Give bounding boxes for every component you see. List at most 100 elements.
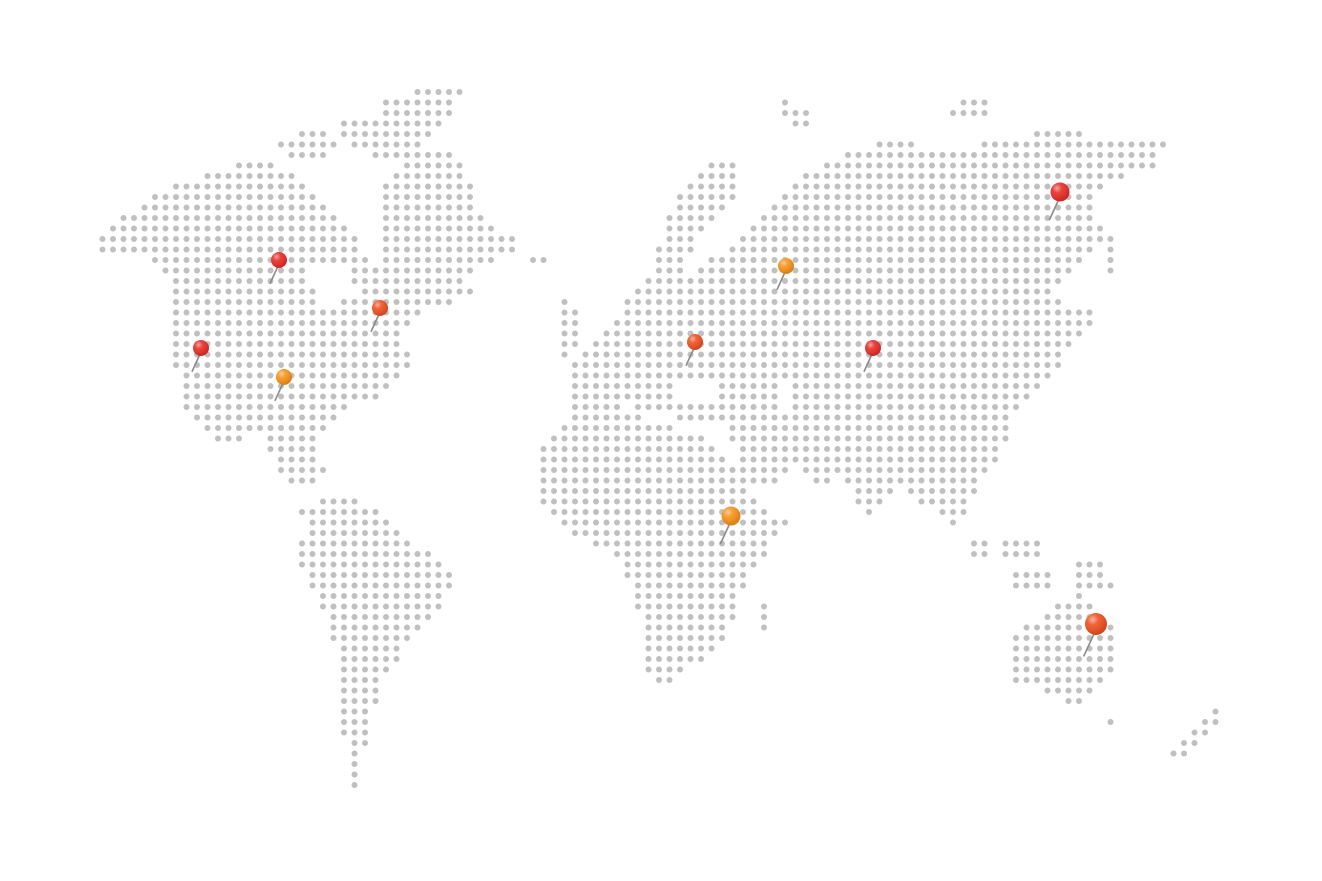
land-dot (225, 362, 232, 368)
land-dot (677, 257, 683, 263)
land-dot (939, 425, 946, 431)
land-dot (1023, 236, 1030, 242)
land-dot (687, 372, 694, 379)
pin-western-usa[interactable] (191, 340, 209, 373)
land-dot (267, 404, 274, 410)
land-dot (866, 162, 872, 169)
pin-east-africa[interactable] (719, 506, 741, 545)
land-dot (236, 383, 242, 389)
land-dot (645, 330, 652, 337)
land-dot (561, 467, 568, 473)
land-dot (750, 467, 757, 473)
land-dot (761, 383, 767, 389)
land-dot (981, 309, 988, 316)
land-dot (981, 99, 988, 106)
land-dot (939, 309, 946, 316)
land-dot (981, 341, 988, 347)
pin-australia[interactable] (1083, 613, 1107, 657)
land-dot (236, 288, 242, 295)
land-dot (1034, 204, 1040, 211)
land-dot (572, 467, 578, 473)
land-dot (698, 488, 704, 494)
land-dot (435, 162, 442, 169)
land-dot (1086, 152, 1093, 158)
land-dot (960, 99, 967, 106)
land-dot (1086, 194, 1093, 200)
land-dot (687, 519, 694, 526)
land-dot (1128, 141, 1135, 148)
pin-eastern-canada[interactable] (370, 300, 388, 333)
land-dot (918, 330, 925, 337)
pin-central-europe[interactable] (685, 334, 703, 367)
land-dot (1107, 656, 1114, 662)
land-dot (1002, 414, 1009, 421)
land-dot (1055, 645, 1061, 652)
land-dot (257, 194, 263, 200)
land-dot (635, 477, 641, 484)
land-dot (456, 173, 463, 179)
land-dot (288, 236, 295, 242)
land-dot (866, 194, 872, 200)
land-dot (572, 456, 578, 463)
land-dot (362, 288, 368, 295)
pin-eastern-siberia[interactable] (1048, 182, 1070, 221)
land-dot (740, 509, 746, 515)
land-dot (918, 215, 925, 221)
land-dot (330, 393, 337, 400)
land-dot (351, 351, 358, 358)
land-dot (740, 320, 746, 326)
land-dot (992, 162, 998, 169)
land-dot (750, 351, 757, 358)
land-dot (351, 782, 358, 788)
land-dot (708, 561, 715, 568)
land-dot (236, 425, 242, 431)
land-dot (645, 498, 652, 505)
land-dot (635, 561, 641, 568)
land-dot (939, 393, 946, 400)
pin-central-asia[interactable] (863, 340, 881, 373)
land-dot (393, 540, 400, 547)
land-dot (1107, 635, 1114, 641)
land-dot (981, 404, 988, 410)
land-dot (215, 372, 221, 379)
pin-central-usa[interactable] (274, 369, 292, 402)
land-dot (393, 572, 400, 578)
land-dot (855, 162, 862, 169)
land-dot (614, 446, 620, 452)
land-dot (876, 162, 883, 169)
land-dot (204, 414, 211, 421)
land-dot (309, 404, 316, 410)
land-dot (362, 582, 368, 589)
land-dot (425, 173, 431, 179)
pin-western-russia[interactable] (776, 258, 794, 291)
land-dot (719, 635, 725, 641)
land-dot (960, 320, 967, 326)
pin-central-canada[interactable] (269, 252, 287, 285)
land-dot (1055, 278, 1061, 284)
land-dot (1107, 152, 1114, 158)
land-dot (351, 635, 358, 641)
land-dot (1044, 288, 1051, 295)
land-dot (320, 509, 326, 515)
land-dot (708, 362, 715, 368)
land-dot (1076, 183, 1082, 190)
land-dot (1097, 152, 1103, 158)
land-dot (278, 362, 284, 368)
land-dot (257, 351, 263, 358)
land-dot (330, 341, 337, 347)
land-dot (719, 624, 725, 631)
land-dot (246, 236, 253, 242)
land-dot (981, 278, 988, 284)
land-dot (750, 446, 757, 452)
land-dot (971, 162, 977, 169)
land-dot (1076, 677, 1082, 683)
land-dot (645, 341, 652, 347)
land-dot (383, 246, 389, 253)
land-dot (341, 498, 347, 505)
land-dot (960, 152, 967, 158)
land-dot (341, 351, 347, 358)
land-dot (614, 456, 620, 463)
land-dot (971, 183, 977, 190)
land-dot (1034, 330, 1040, 337)
land-dot (1023, 278, 1030, 284)
